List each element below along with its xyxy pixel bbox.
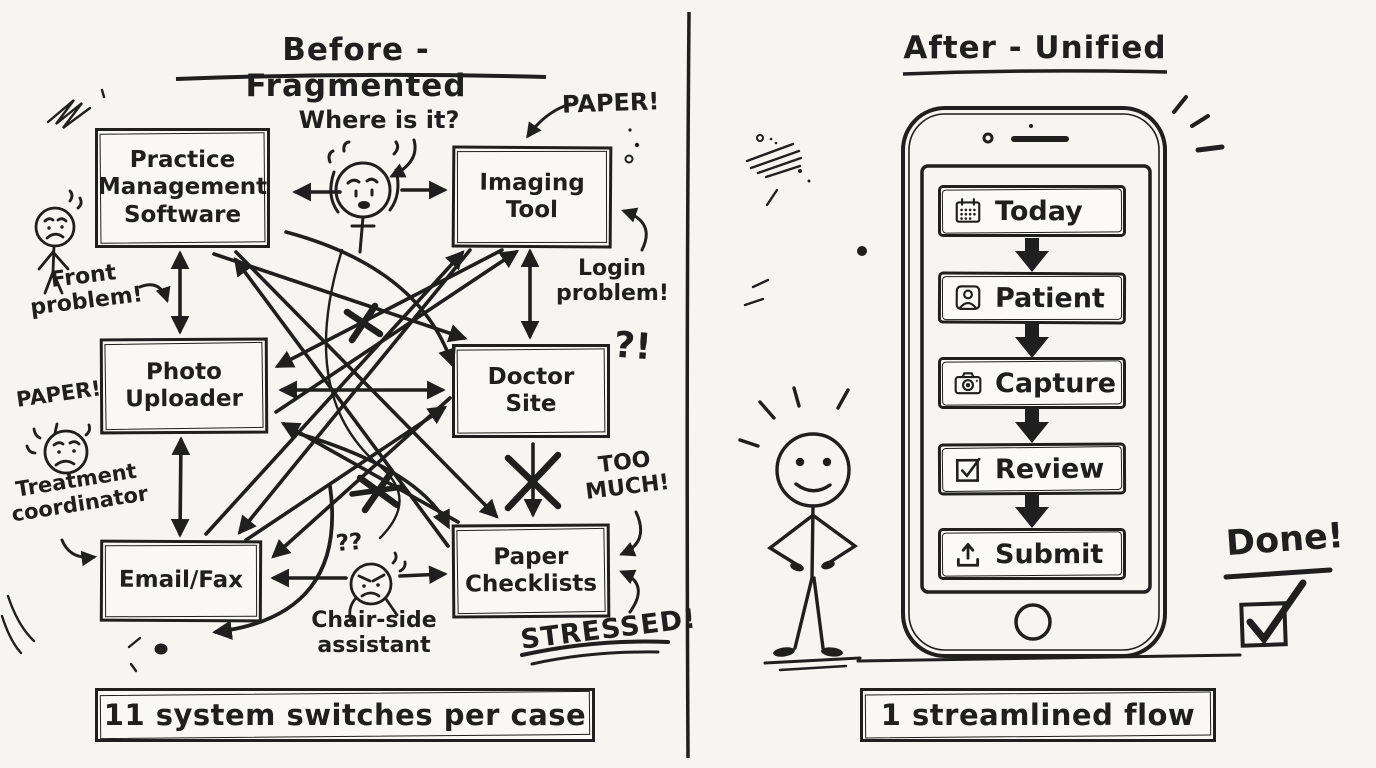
phone-base-line: [856, 653, 1242, 663]
submit-upload-icon: [953, 539, 983, 569]
node-paper-checklists: Paper Checklists: [451, 523, 611, 619]
panel-divider-line: [685, 11, 691, 759]
annotation-double-question: ??: [334, 528, 364, 558]
annotation-where-is-it: Where is it?: [298, 106, 460, 134]
calendar-icon: [953, 196, 983, 226]
phone-step-label: Patient: [994, 282, 1105, 314]
done-check-mark: [1223, 567, 1333, 648]
node-label: Practice Management Software: [97, 147, 268, 228]
node-label: Paper Checklists: [465, 543, 598, 598]
review-check-icon: [953, 454, 983, 484]
camera-icon: [953, 368, 983, 398]
phone-step-label: Review: [994, 453, 1105, 485]
phone-step-label: Today: [995, 195, 1083, 227]
annotation-treatment-coordinator: Treatment coordinator: [9, 458, 150, 527]
node-label: Doctor Site: [487, 363, 575, 417]
annotation-front-problem: Front problem!: [28, 260, 145, 321]
phone-step-label: Submit: [995, 538, 1104, 570]
phone-step-capture: Capture: [938, 357, 1126, 409]
node-doctor-site: Doctor Site: [452, 344, 610, 438]
node-practice-management-software: Practice Management Software: [95, 128, 270, 248]
right-summary-box: 1 streamlined flow: [860, 688, 1216, 742]
node-imaging-tool: Imaging Tool: [451, 145, 613, 249]
worried-stick-figure: [327, 140, 400, 254]
node-label: Photo Uploader: [125, 358, 244, 413]
annotation-chair-side-assistant: Chair-side assistant: [311, 608, 437, 659]
annotation-paper-left: PAPER!: [14, 376, 103, 412]
sparkle-icon: [1172, 95, 1225, 153]
right-summary-label: 1 streamlined flow: [880, 698, 1196, 732]
phone-step-label: Capture: [995, 367, 1117, 399]
left-summary-label: 11 system switches per case: [103, 698, 587, 732]
phone-step-today: Today: [938, 185, 1126, 237]
annotation-too-much: TOO MUCH!: [584, 446, 671, 506]
annotation-login-problem: Login problem!: [556, 256, 669, 307]
phone-step-review: Review: [937, 442, 1127, 496]
crying-face: [25, 422, 91, 475]
phone-camera-dot-icon: [982, 132, 994, 144]
left-summary-box: 11 system switches per case: [95, 688, 595, 742]
right-panel-title: After - Unified: [903, 30, 1167, 66]
happy-stick-figure: [738, 386, 862, 672]
phone-step-submit: Submit: [938, 528, 1126, 580]
annotation-interrobang: ?!: [612, 324, 653, 369]
node-label: Email/Fax: [118, 567, 244, 594]
right-title-underline: [902, 69, 1168, 76]
patient-icon: [953, 283, 983, 313]
phone-step-patient: Patient: [937, 271, 1127, 325]
annotation-paper-top: PAPER!: [561, 87, 660, 119]
phone-home-button-icon: [1014, 603, 1052, 641]
node-label: Imaging Tool: [479, 169, 585, 224]
left-panel-title: Before - Fragmented: [245, 32, 467, 104]
node-photo-uploader: Photo Uploader: [99, 337, 269, 435]
node-email-fax: Email/Fax: [99, 539, 263, 623]
done-checkbox-icon: [1239, 601, 1288, 648]
done-label: Done!: [1224, 515, 1345, 565]
